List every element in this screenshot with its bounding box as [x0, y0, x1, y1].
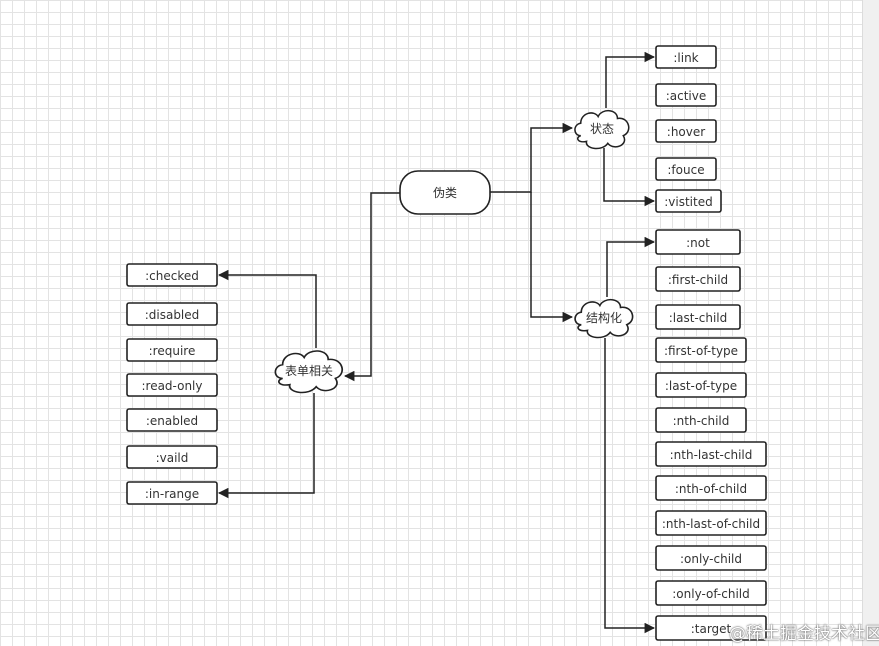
structural-item-label: :only-child — [680, 552, 742, 566]
structural-item[interactable]: :only-of-child — [655, 580, 767, 606]
structural-node-label: 结构化 — [586, 310, 622, 325]
form-item[interactable]: :enabled — [126, 408, 218, 432]
structural-item-box — [655, 615, 767, 641]
structural-item-label: :nth-child — [673, 414, 730, 428]
state-item-label: :active — [666, 89, 707, 103]
structural-item-box — [655, 266, 741, 292]
structural-item-box — [655, 229, 741, 255]
structural-item[interactable]: :nth-of-child — [655, 475, 767, 501]
connectors — [217, 51, 656, 634]
state-item-box — [655, 45, 717, 69]
structural-item-label: :first-of-type — [664, 344, 738, 358]
structural-item[interactable]: :first-of-type — [655, 337, 747, 363]
form-item-box — [126, 445, 218, 469]
structural-item-label: :last-of-type — [665, 379, 737, 393]
structural-item-box — [655, 337, 747, 363]
state-item-label: :link — [673, 51, 698, 65]
structural-item-label: :nth-of-child — [675, 482, 747, 496]
structural-item-box — [655, 545, 767, 571]
state-item-label: :fouce — [667, 163, 704, 177]
form-node[interactable]: 表单相关 — [274, 350, 344, 394]
state-item[interactable]: :fouce — [655, 157, 717, 181]
structural-item-label: :first-child — [668, 273, 728, 287]
edge-form-last — [217, 393, 315, 499]
structural-item-box — [655, 580, 767, 606]
vertical-scrollbar[interactable] — [862, 0, 879, 646]
structural-item-label: :nth-last-child — [670, 448, 753, 462]
form-item-box — [126, 263, 218, 287]
structural-item-label: :not — [686, 236, 710, 250]
form-item-box — [126, 408, 218, 432]
state-node-label: 状态 — [590, 122, 614, 136]
form-item-box — [126, 481, 218, 505]
form-item-label: :checked — [145, 269, 199, 283]
edge-structural-last — [604, 338, 656, 634]
structural-item-label: :last-child — [669, 311, 728, 325]
form-item[interactable]: :require — [126, 338, 218, 362]
structural-item[interactable]: :last-of-type — [655, 372, 747, 398]
structural-item[interactable]: :last-child — [655, 304, 741, 330]
state-item[interactable]: :link — [655, 45, 717, 69]
state-node[interactable]: 状态 — [574, 109, 630, 150]
structural-item[interactable]: :nth-last-child — [655, 441, 767, 467]
state-item-label: :hover — [667, 125, 705, 139]
structural-item-box — [655, 441, 767, 467]
state-item-label: :vistited — [664, 195, 712, 209]
form-item[interactable]: :disabled — [126, 302, 218, 326]
structural-node-shape — [574, 298, 634, 339]
structural-node[interactable]: 结构化 — [574, 298, 634, 339]
structural-item-label: :nth-last-of-child — [662, 517, 760, 531]
edge-structural-first — [606, 236, 656, 297]
edge-state-last — [603, 148, 656, 207]
form-node-label: 表单相关 — [285, 364, 333, 378]
structural-item-label: :target — [691, 622, 732, 636]
form-item[interactable]: :read-only — [126, 373, 218, 397]
structural-item-box — [655, 304, 741, 330]
state-item-box — [655, 189, 722, 213]
structural-item-box — [655, 510, 767, 536]
root-node-box — [399, 170, 491, 215]
form-item-label: :vaild — [156, 451, 189, 465]
root-node-label: 伪类 — [433, 186, 457, 200]
structural-item-box — [655, 407, 747, 433]
edge-state-first — [605, 51, 656, 108]
form-node-shape — [274, 350, 344, 394]
structural-item[interactable]: :only-child — [655, 545, 767, 571]
form-item-box — [126, 338, 218, 362]
edge-form-first — [217, 269, 317, 348]
form-item-box — [126, 373, 218, 397]
form-item-label: :disabled — [145, 308, 200, 322]
state-item[interactable]: :hover — [655, 119, 717, 143]
root-node[interactable]: 伪类 — [399, 170, 491, 215]
form-item[interactable]: :in-range — [126, 481, 218, 505]
state-item[interactable]: :vistited — [655, 189, 722, 213]
structural-item[interactable]: :nth-child — [655, 407, 747, 433]
edge-root-state — [490, 122, 574, 193]
structural-item[interactable]: :first-child — [655, 266, 741, 292]
form-item[interactable]: :checked — [126, 263, 218, 287]
form-item-label: :in-range — [145, 487, 199, 501]
structural-item-box — [655, 475, 767, 501]
edge-root-structural — [530, 192, 574, 323]
edge-root-form — [343, 192, 400, 382]
state-item[interactable]: :active — [655, 83, 717, 107]
state-item-box — [655, 83, 717, 107]
structural-item[interactable]: :target — [655, 615, 767, 641]
form-item-label: :enabled — [146, 414, 198, 428]
watermark: @稀土掘金技术社区 — [729, 624, 879, 644]
state-node-shape — [574, 109, 630, 150]
structural-item[interactable]: :not — [655, 229, 741, 255]
structural-item[interactable]: :nth-last-of-child — [655, 510, 767, 536]
state-item-box — [655, 157, 717, 181]
form-item[interactable]: :vaild — [126, 445, 218, 469]
structural-item-box — [655, 372, 747, 398]
form-item-label: :require — [149, 344, 196, 358]
structural-item-label: :only-of-child — [672, 587, 750, 601]
form-item-label: :read-only — [141, 379, 202, 393]
state-item-box — [655, 119, 717, 143]
form-item-box — [126, 302, 218, 326]
